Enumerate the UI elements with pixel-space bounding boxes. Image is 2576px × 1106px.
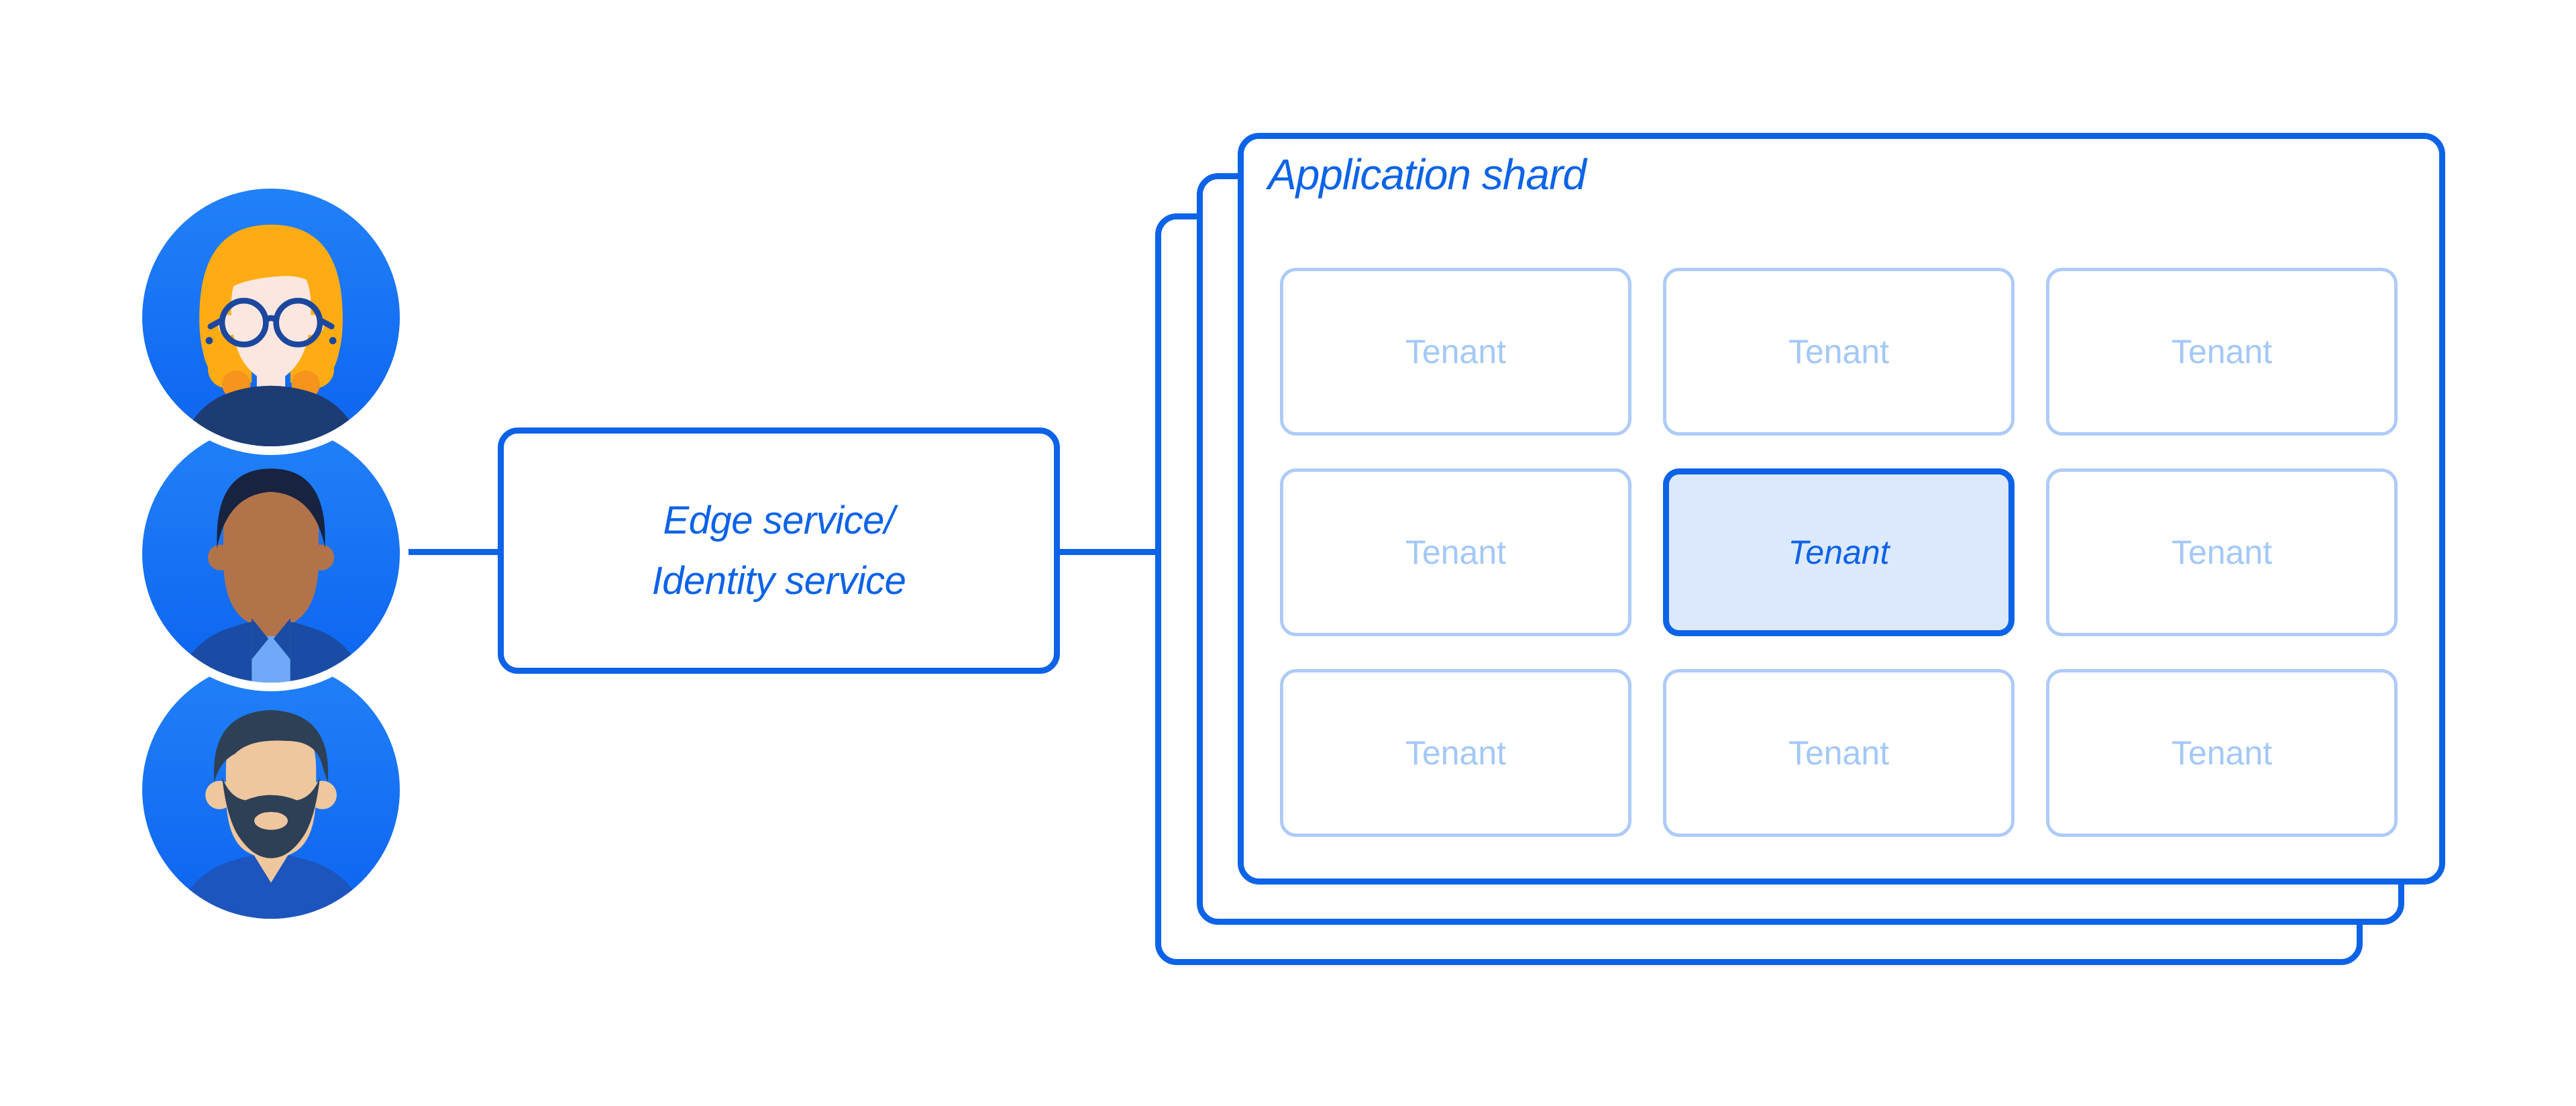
avatar-man-beard-icon — [142, 661, 400, 919]
avatar-woman-glasses — [142, 189, 400, 446]
avatar-man-beard — [142, 661, 400, 919]
tenant-box: Tenant — [1280, 669, 1631, 837]
application-shard-card-front: Application shard Tenant Tenant Tenant T… — [1238, 133, 2445, 885]
avatar-man-short-hair-icon — [142, 425, 400, 683]
tenant-grid: Tenant Tenant Tenant Tenant Tenant Tenan… — [1280, 268, 2398, 837]
tenant-box: Tenant — [1280, 268, 1631, 436]
tenant-box: Tenant — [1280, 468, 1631, 636]
tenant-box: Tenant — [1663, 669, 2015, 837]
application-shard-title: Application shard — [1268, 150, 1587, 199]
connector-users-to-edge — [397, 549, 499, 555]
avatar-woman-glasses-icon — [142, 189, 400, 446]
edge-service-label: Edge service/ — [663, 498, 895, 542]
tenant-box: Tenant — [2046, 268, 2398, 436]
tenant-box: Tenant — [2046, 468, 2398, 636]
connector-edge-to-shard — [1057, 549, 1159, 555]
tenant-box: Tenant — [2046, 669, 2398, 837]
identity-service-label: Identity service — [651, 558, 906, 603]
tenant-box: Tenant — [1663, 268, 2015, 436]
edge-identity-service-box: Edge service/ Identity service — [498, 428, 1060, 674]
avatar-man-short-hair — [142, 425, 400, 683]
tenant-box-active: Tenant — [1663, 468, 2015, 636]
